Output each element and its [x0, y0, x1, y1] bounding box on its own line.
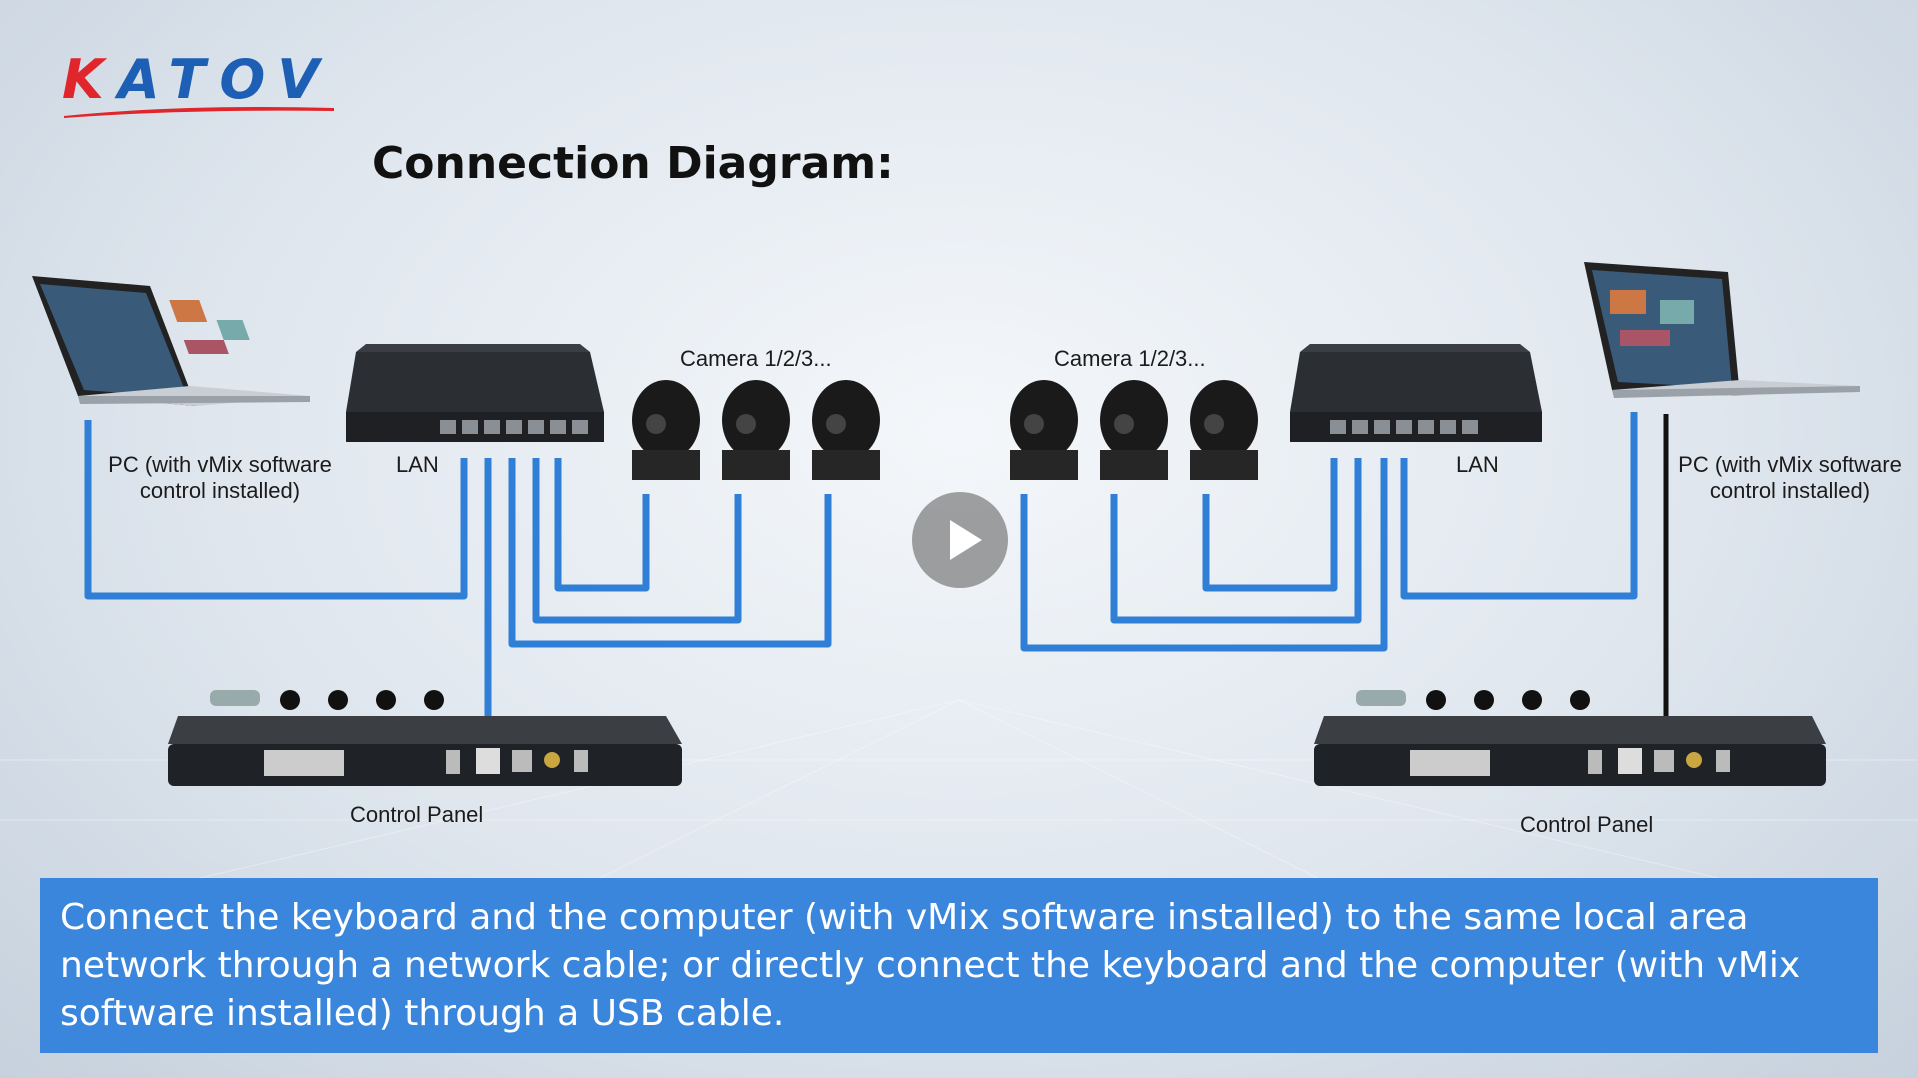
right-cameras — [1010, 380, 1258, 480]
play-button[interactable] — [912, 492, 1008, 588]
left-pc-label: PC (with vMix software control installed… — [104, 452, 336, 504]
right-camera-label: Camera 1/2/3... — [1054, 346, 1206, 371]
logo-letter-k: K — [62, 48, 118, 111]
camera-icon — [1190, 380, 1258, 480]
camera-icon — [1010, 380, 1078, 480]
logo-letters: ATOV — [117, 48, 334, 111]
camera-icon — [1100, 380, 1168, 480]
play-icon — [950, 520, 982, 560]
left-laptop-icon — [32, 276, 310, 406]
right-pc-label-line2: control installed) — [1709, 478, 1871, 503]
katov-logo: KATOV — [62, 48, 333, 111]
caption-box: Connect the keyboard and the computer (w… — [40, 878, 1878, 1053]
page-title: Connection Diagram: — [372, 138, 894, 189]
right-laptop-icon — [1584, 262, 1860, 398]
right-network-cables — [1020, 412, 1638, 652]
camera-icon — [722, 380, 790, 480]
left-lan-label: LAN — [396, 452, 439, 477]
left-network-cables — [84, 420, 832, 720]
caption-text: Connect the keyboard and the computer (w… — [60, 897, 1801, 1034]
right-pc-label: PC (with vMix software control installed… — [1674, 452, 1906, 504]
right-control-panel-icon — [1314, 690, 1826, 786]
right-pc-label-line1: PC (with vMix software — [1678, 452, 1902, 477]
logo-swoosh-icon — [64, 107, 334, 118]
right-lan-label: LAN — [1456, 452, 1499, 477]
left-control-panel-icon — [168, 690, 682, 786]
left-camera-label: Camera 1/2/3... — [680, 346, 832, 371]
camera-icon — [632, 380, 700, 480]
left-cameras — [632, 380, 880, 480]
left-control-panel-label: Control Panel — [350, 802, 484, 827]
right-control-panel-label: Control Panel — [1520, 812, 1654, 837]
right-lan-switch-icon — [1290, 344, 1542, 442]
left-lan-switch-icon — [346, 344, 604, 442]
camera-icon — [812, 380, 880, 480]
left-pc-label-line1: PC (with vMix software — [108, 452, 332, 477]
left-pc-label-line2: control installed) — [139, 478, 301, 503]
